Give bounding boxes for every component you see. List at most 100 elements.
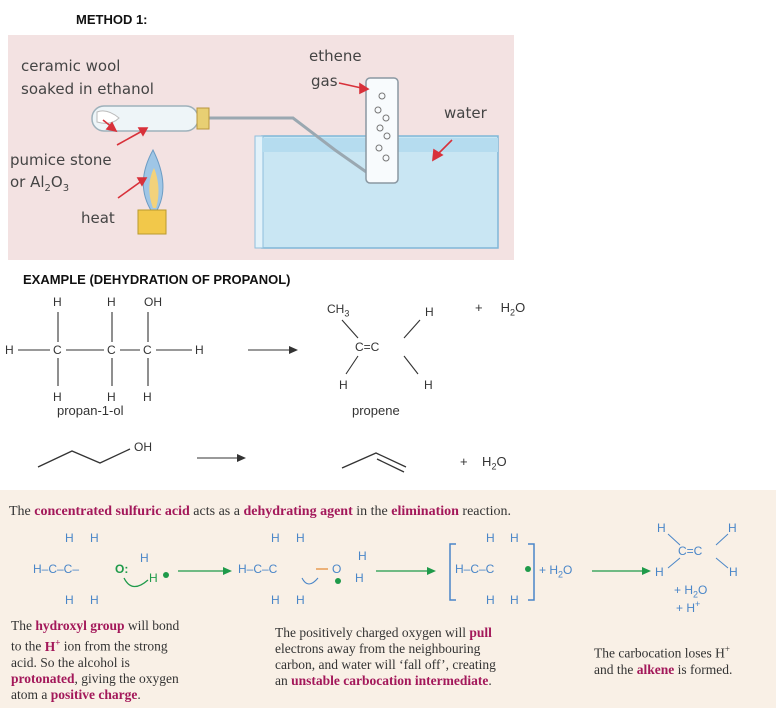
- carbocation-bracket: [449, 543, 535, 601]
- mech-water-subscript: 2: [558, 569, 564, 580]
- m2-h-o-2: H: [355, 571, 364, 585]
- n2-intermediate: unstable carbocation intermediate: [291, 673, 489, 688]
- intro-end: reaction.: [458, 504, 512, 519]
- n1-h-ion: H+: [44, 637, 61, 654]
- mechanism-panel: [0, 490, 776, 708]
- al-text: or Al: [10, 173, 45, 191]
- n3-d: is formed.: [674, 661, 733, 677]
- m3-h-1: H: [486, 531, 495, 545]
- label-pumice: pumice stone: [10, 151, 112, 169]
- m1-o: O:: [115, 562, 128, 576]
- n1-i: , giving the oxygen: [74, 670, 179, 686]
- note-carbocation: The positively charged oxygen will pull …: [275, 625, 565, 689]
- propanol-h-top-2: H: [107, 295, 116, 309]
- n1-d: to the: [11, 638, 45, 654]
- m4-h-3: H: [655, 565, 664, 579]
- mech-arrow-1: [178, 567, 232, 575]
- propanol-c-3: C: [143, 343, 152, 357]
- intro-mid-1: acts as a: [189, 504, 244, 519]
- m2-h-2: H: [296, 531, 305, 545]
- plus-sign-2: +: [460, 454, 468, 469]
- m1-h-plus: H: [149, 571, 158, 585]
- propanol-h-bot-2: H: [107, 390, 116, 404]
- prod-plus-h-ion: + H: [676, 601, 696, 615]
- plus-water-1: + H2O: [475, 300, 525, 318]
- n1-g: acid. So the alcohol is: [11, 654, 130, 670]
- plus-water-product: + H2O: [674, 583, 707, 599]
- note-protonation: The hydroxyl group will bond to the H+ i…: [11, 618, 241, 703]
- al-subscript: 2: [44, 183, 51, 194]
- n1-h-letter: H: [44, 638, 56, 654]
- m2-h-4: H: [296, 593, 305, 607]
- plus-sign: +: [475, 300, 483, 315]
- delivery-tube: [205, 116, 373, 178]
- n1-hydroxyl: hydroxyl group: [35, 618, 125, 633]
- m2-h-1: H: [271, 531, 280, 545]
- n2-a: The positively charged oxygen will: [275, 625, 470, 640]
- m2-row: H–C–C: [238, 562, 278, 576]
- intro-pre: The: [9, 504, 35, 519]
- n3-sup: +: [724, 644, 730, 654]
- intro-elimination: elimination: [391, 504, 459, 519]
- ch-text: CH: [327, 302, 345, 316]
- water-subscript-2: 2: [491, 461, 497, 472]
- prod-plus-h: + H: [674, 583, 694, 597]
- m2-o: O: [332, 562, 341, 576]
- m1-plus-charge: [163, 572, 169, 578]
- m1-h-1: H: [65, 531, 74, 545]
- m4-h-2: H: [728, 521, 737, 535]
- propanol-c-1: C: [53, 343, 62, 357]
- m3-plus-charge: [525, 566, 531, 572]
- mech-water-o: O: [563, 563, 573, 577]
- m1-h-2: H: [90, 531, 99, 545]
- propanol-h-right: H: [195, 343, 204, 357]
- note-alkene: The carbocation loses H+ and the alkene …: [594, 641, 774, 678]
- label-ethene: ethene: [309, 47, 362, 65]
- propene-bonds: [341, 319, 421, 375]
- label-gas: gas: [311, 72, 338, 90]
- label-soaked-ethanol: soaked in ethanol: [21, 80, 154, 98]
- prod-water-o: O: [698, 583, 708, 597]
- m1-h-3: H: [65, 593, 74, 607]
- curly-arrow-2: [301, 568, 328, 585]
- mech-arrow-3: [592, 567, 651, 575]
- m2-plus-charge: [335, 578, 341, 584]
- propanol-h-bot-1: H: [53, 390, 62, 404]
- m3-h-2: H: [510, 531, 519, 545]
- skeletal-row: [37, 448, 407, 473]
- ch3-subscript: 3: [344, 308, 350, 319]
- intro-sulfuric-acid: concentrated sulfuric acid: [34, 504, 190, 519]
- n3-alkene: alkene: [636, 661, 675, 677]
- prod-plus-sup: +: [695, 599, 701, 609]
- plus-water-mech: + H2O: [539, 563, 572, 579]
- n3-b: and the: [594, 661, 637, 677]
- apparatus-diagram: [91, 77, 499, 249]
- propanol-oh: OH: [144, 295, 162, 309]
- m1-h-o: H: [140, 551, 149, 565]
- burner: [137, 148, 167, 235]
- m4-c-double-c: C=C: [678, 544, 703, 558]
- propene-name: propene: [352, 403, 400, 418]
- o-text: O: [50, 173, 63, 191]
- m2-h-3: H: [271, 593, 280, 607]
- water-h: H: [500, 300, 511, 315]
- method-heading: METHOD 1:: [76, 12, 148, 27]
- propanol-h-bot-3: H: [143, 390, 152, 404]
- m1-row: H–C–C–: [33, 562, 79, 576]
- n2-e: an: [275, 673, 292, 688]
- propene-c-double-c: C=C: [355, 340, 380, 354]
- propene-h-top: H: [425, 305, 434, 319]
- arrow-2: [197, 454, 246, 462]
- skeletal-oh: OH: [134, 440, 152, 454]
- propanol-bonds: [18, 312, 298, 386]
- propanol-h-top-1: H: [53, 295, 62, 309]
- skeletal-propene: [341, 452, 407, 473]
- water-o: O: [515, 300, 526, 315]
- label-heat: heat: [81, 209, 115, 227]
- m3-h-3: H: [486, 593, 495, 607]
